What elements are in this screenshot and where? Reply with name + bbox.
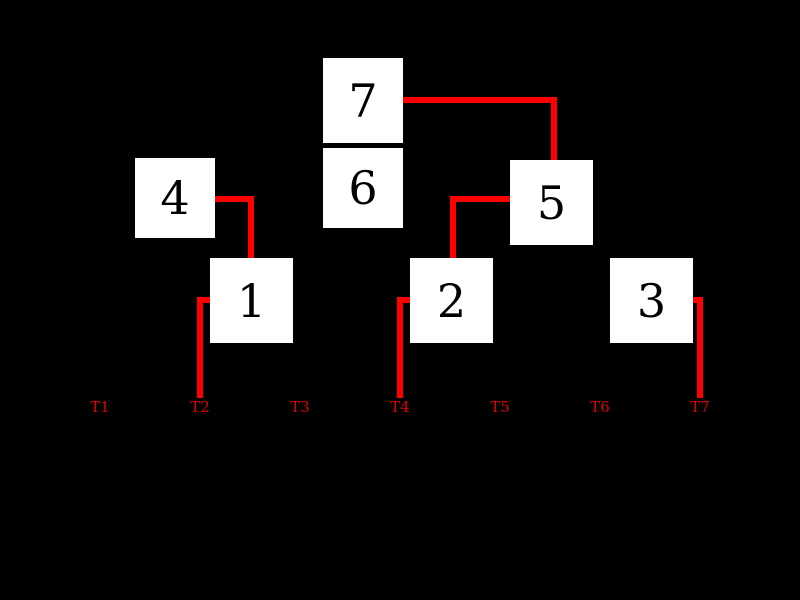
edge-2-to-T4-segment-1	[397, 297, 403, 398]
edge-1-to-T2-segment-1	[197, 297, 203, 398]
node-label: 2	[436, 273, 467, 328]
node-box-5[interactable]: 5	[510, 160, 593, 245]
tick-label-T4: T4	[390, 398, 410, 416]
node-box-7[interactable]: 7	[323, 58, 403, 143]
node-label: 4	[160, 171, 190, 225]
edge-1-to-T2-segment-0	[197, 297, 215, 303]
tick-label-T1: T1	[90, 398, 110, 416]
edge-3-to-T7-segment-0	[688, 297, 703, 303]
tick-label-T5: T5	[490, 398, 510, 416]
tick-label-T3: T3	[290, 398, 310, 416]
node-box-3[interactable]: 3	[610, 258, 693, 343]
node-label: 5	[536, 175, 567, 230]
edge-4-to-1-segment-0	[215, 196, 254, 202]
node-box-2[interactable]: 2	[410, 258, 493, 343]
node-label: 7	[348, 73, 378, 128]
edge-5-to-2-segment-0	[450, 196, 513, 202]
node-box-1[interactable]: 1	[210, 258, 293, 343]
edge-4-to-1-segment-1	[248, 196, 254, 262]
tick-label-T6: T6	[590, 398, 610, 416]
node-label: 1	[236, 273, 267, 328]
edge-7-to-5-segment-1	[551, 97, 557, 163]
tick-label-T2: T2	[190, 398, 210, 416]
edge-3-to-T7-segment-1	[697, 297, 703, 398]
tick-label-T7: T7	[690, 398, 710, 416]
node-box-4[interactable]: 4	[135, 158, 215, 238]
edge-7-to-5-segment-0	[403, 97, 557, 103]
node-box-6[interactable]: 6	[323, 148, 403, 228]
edge-2-to-T4-segment-0	[397, 297, 415, 303]
node-label: 6	[348, 161, 378, 215]
edge-5-to-2-segment-1	[450, 196, 456, 262]
node-label: 3	[636, 273, 667, 328]
